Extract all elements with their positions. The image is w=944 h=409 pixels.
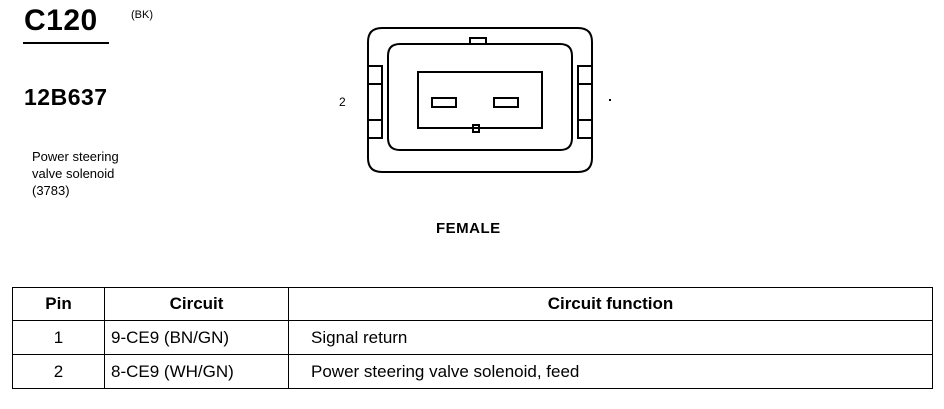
pin-2-label: 2 <box>339 95 346 109</box>
connector-gender-label: FEMALE <box>436 220 501 237</box>
pin-cell: 2 <box>12 354 105 389</box>
pin-1-marker-dot <box>609 99 611 101</box>
pin-cell: 1 <box>12 320 105 355</box>
connector-outer-shell <box>367 27 593 173</box>
header-pin: Pin <box>12 287 105 321</box>
description-line-1: Power steering <box>32 149 119 164</box>
function-cell: Signal return <box>288 320 933 355</box>
header-circuit: Circuit <box>104 287 289 321</box>
connector-color-code: (BK) <box>131 9 153 21</box>
connector-id: C120 <box>24 4 98 37</box>
table-row: 1 9-CE9 (BN/GN) Signal return <box>12 320 933 355</box>
connector-id-underline <box>23 42 109 44</box>
circuit-cell: 8-CE9 (WH/GN) <box>104 354 289 389</box>
table-row: 2 8-CE9 (WH/GN) Power steering valve sol… <box>12 354 933 389</box>
circuit-cell: 9-CE9 (BN/GN) <box>104 320 289 355</box>
connector-top-key <box>469 37 487 45</box>
connector-face-diagram <box>367 27 593 173</box>
bottom-key-notch <box>472 124 480 133</box>
pin-1-cavity <box>493 97 519 108</box>
function-cell: Power steering valve solenoid, feed <box>288 354 933 389</box>
terminal-cavity-housing <box>417 71 543 129</box>
description-line-2: valve solenoid <box>32 166 115 181</box>
description-line-3: (3783) <box>32 183 70 198</box>
header-circuit-function: Circuit function <box>288 287 933 321</box>
component-description: Power steering valve solenoid (3783) <box>32 148 192 199</box>
part-number: 12B637 <box>24 84 108 110</box>
pin-table: Pin Circuit Circuit function 1 9-CE9 (BN… <box>12 287 933 389</box>
table-header-row: Pin Circuit Circuit function <box>12 287 933 321</box>
left-locking-tab <box>367 65 383 139</box>
connector-inner-body <box>387 43 573 151</box>
pin-2-cavity <box>431 97 457 108</box>
right-locking-tab <box>577 65 593 139</box>
